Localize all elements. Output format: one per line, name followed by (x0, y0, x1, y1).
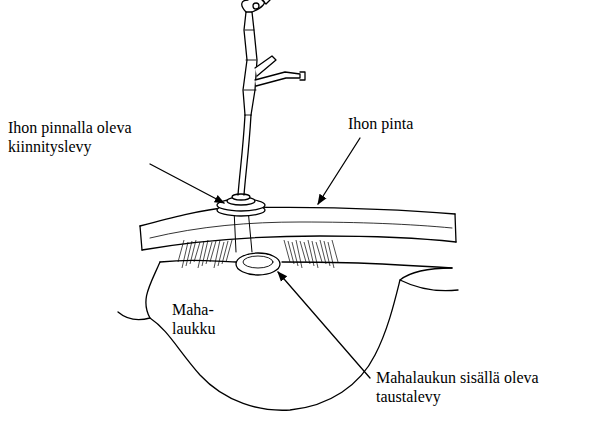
tissue-stroke (324, 241, 330, 266)
leader-arrow (150, 164, 224, 203)
leader-arrow (318, 138, 360, 204)
tissue-stroke (226, 240, 232, 262)
tissue-stroke (288, 241, 294, 264)
tissue-stroke (332, 240, 338, 262)
tissue-stroke (178, 240, 184, 262)
tissue-stroke (190, 240, 196, 264)
side-branch (255, 72, 300, 86)
tissue-stroke (320, 240, 326, 264)
internal-bumper (236, 253, 280, 275)
feeding-tube (238, 115, 251, 195)
tissue-stroke (182, 242, 188, 268)
skin-disc-label: Ihon pinnalla oleva kiinnityslevy (8, 118, 178, 156)
tissue-stroke (284, 240, 290, 262)
tissue-stroke (328, 242, 334, 268)
bumper-label: Mahalaukun sisällä oleva taustalevy (376, 368, 576, 406)
tissue-stroke (222, 241, 228, 264)
leader-arrow (278, 272, 370, 378)
tissue-stroke (186, 241, 192, 266)
cap (242, 0, 270, 12)
tissue-stroke (300, 241, 306, 262)
skin-lower-edge (142, 236, 456, 250)
skin-left-edge (140, 226, 142, 250)
side-port (255, 56, 276, 76)
skin-inner-line (150, 222, 452, 238)
tissue-stroke (202, 240, 208, 266)
tissue-fold (118, 312, 150, 320)
tube-connector (243, 12, 257, 115)
skin-right-edge (455, 214, 456, 242)
stomach-label: Maha- laukku (172, 300, 230, 338)
skin-surface (140, 207, 455, 226)
skin-surface-label: Ihon pinta (348, 114, 458, 133)
tissue-fold (400, 280, 458, 291)
tissue-stroke (210, 241, 216, 262)
fibrous-tissue (178, 240, 338, 268)
tissue-stroke (308, 240, 314, 266)
